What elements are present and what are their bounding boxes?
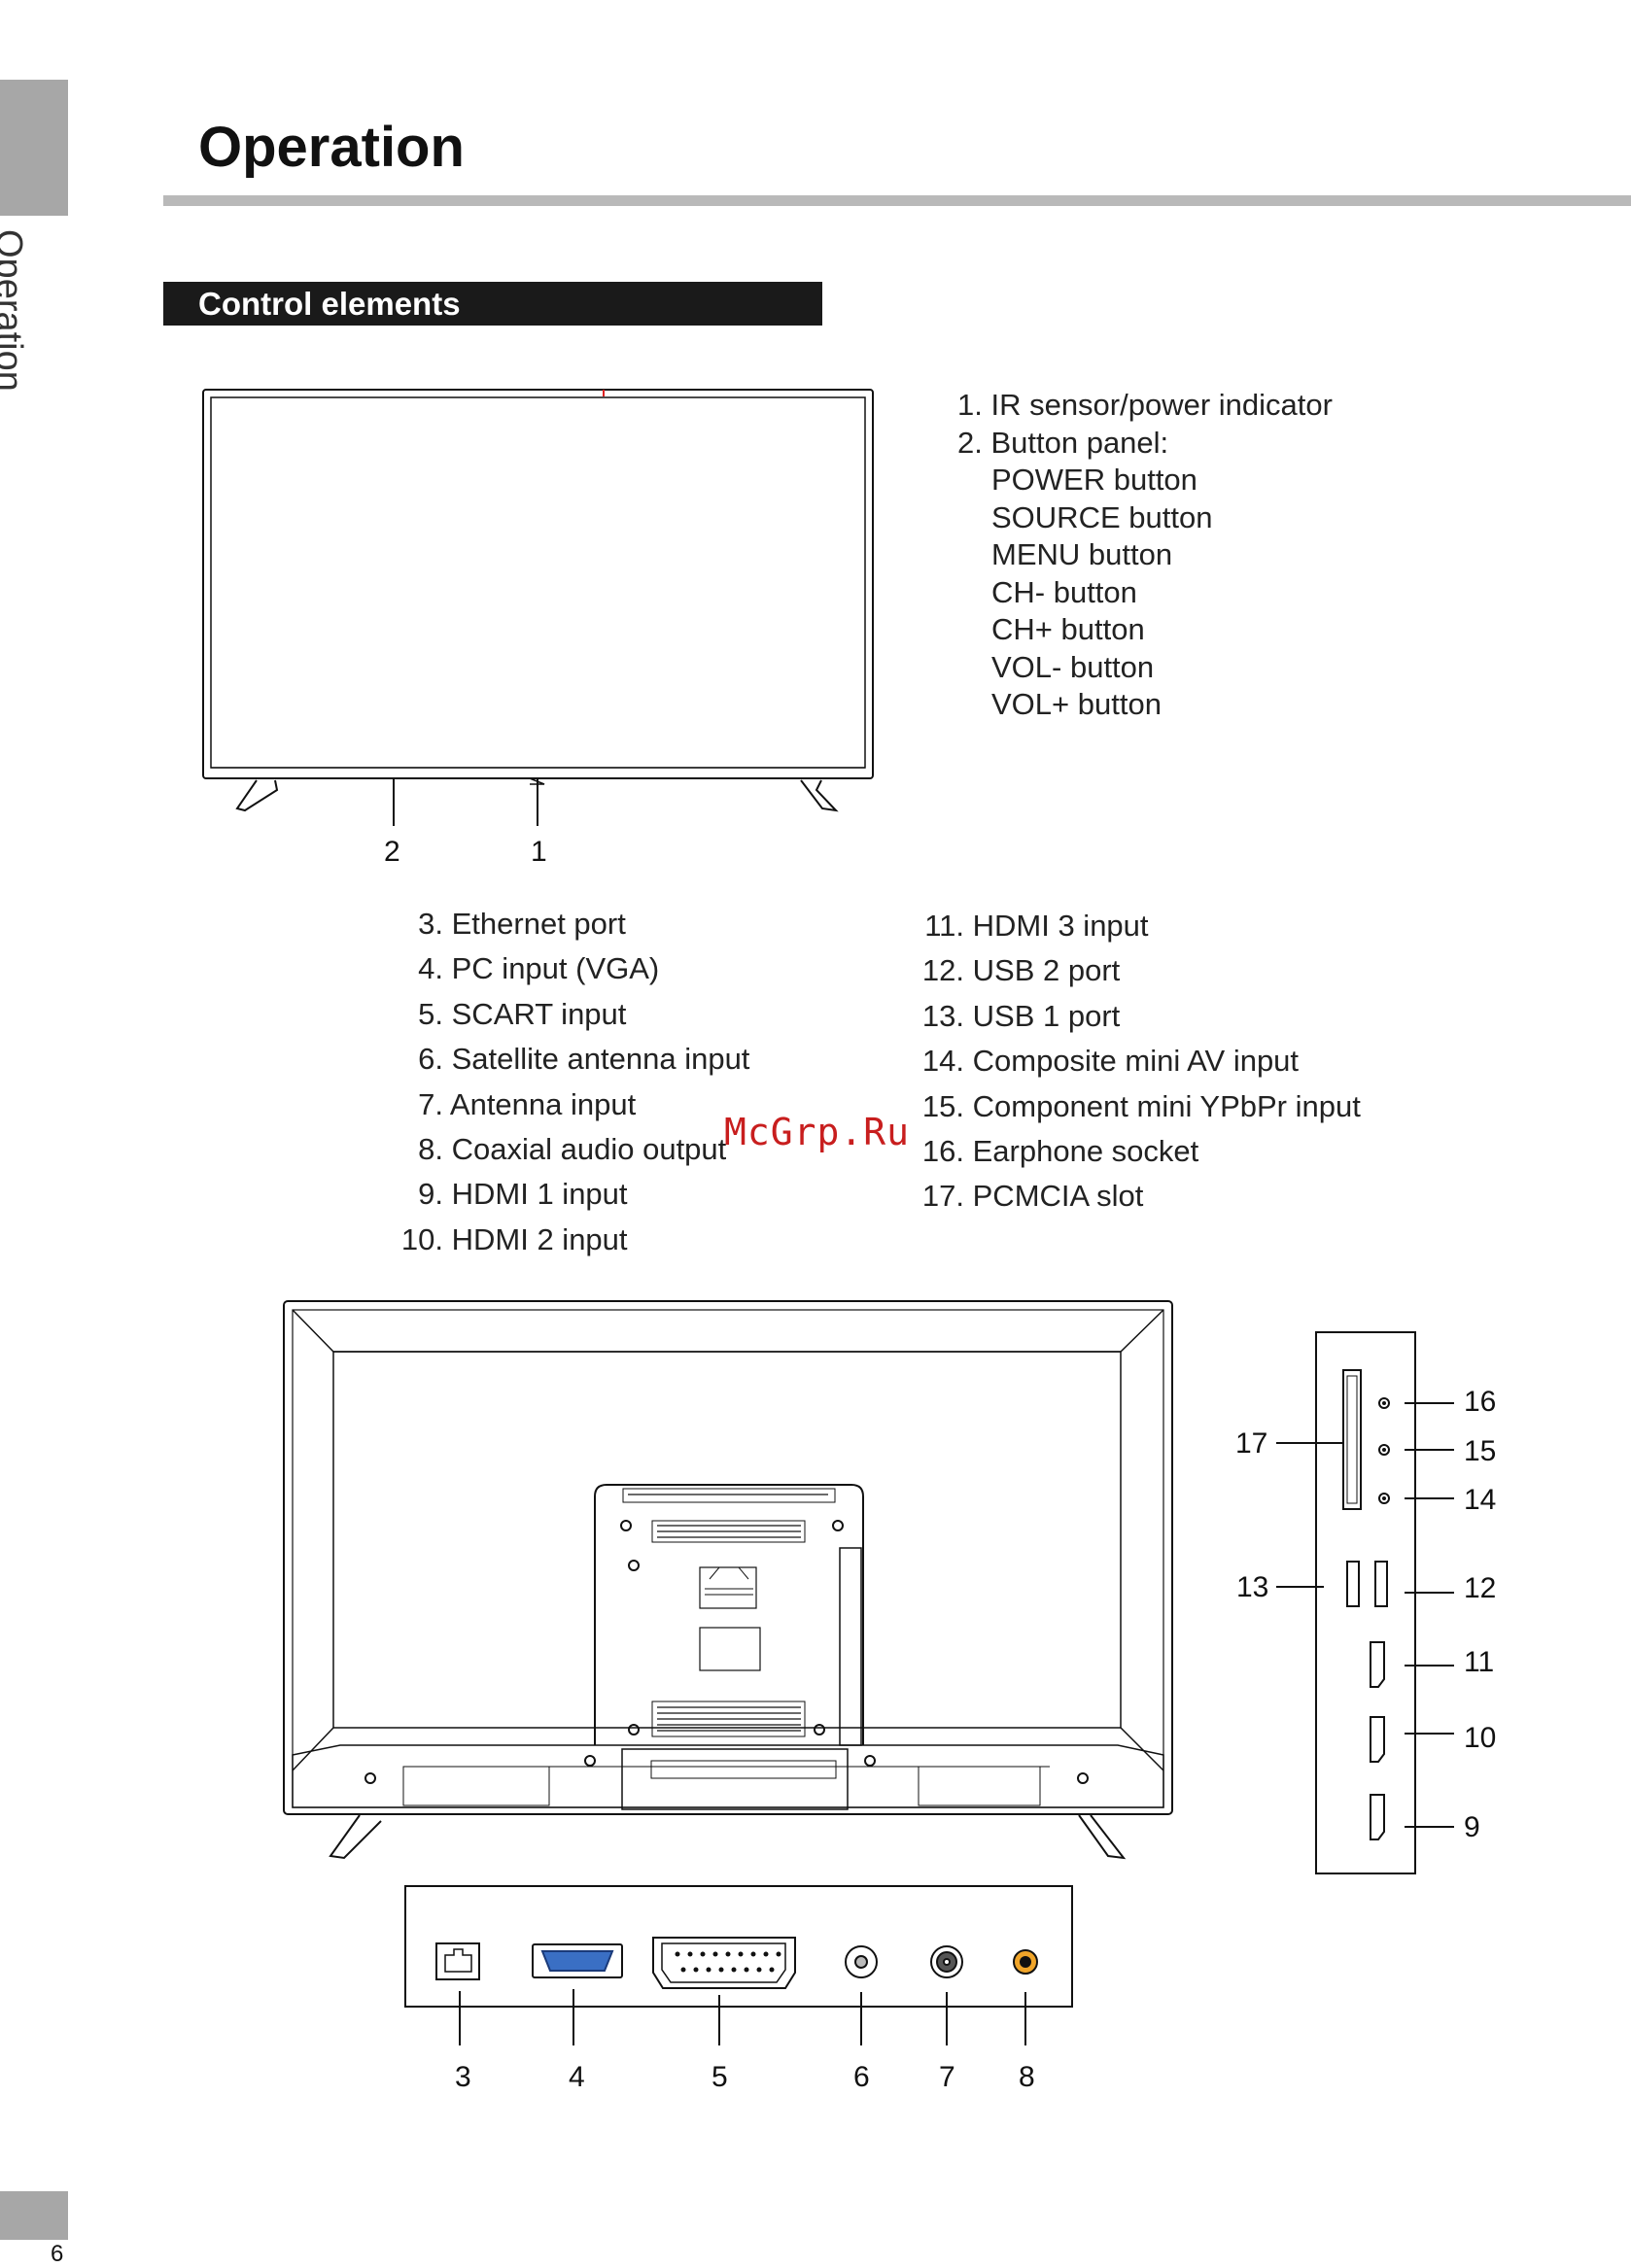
side-callout-lines xyxy=(1276,1402,1454,1828)
hdmi1-port-icon xyxy=(1370,1794,1385,1840)
front-item: 1. IR sensor/power indicator xyxy=(957,388,1333,422)
tv-front-view xyxy=(202,389,874,812)
list-item: 4. PC input (VGA) xyxy=(418,951,660,986)
usb1-port-icon xyxy=(1346,1561,1360,1607)
list-item: 16. Earphone socket xyxy=(921,1134,1199,1169)
usb2-port-icon xyxy=(1374,1561,1388,1607)
front-callout-lines xyxy=(393,777,538,826)
callout-3: 3 xyxy=(455,2061,471,2093)
list-item: 17. PCMCIA slot xyxy=(921,1179,1144,1214)
list-item: 9. HDMI 1 input xyxy=(418,1177,628,1212)
callout-16: 16 xyxy=(1464,1386,1496,1418)
page-number: 6 xyxy=(51,2241,64,2267)
list-item: 15. Component mini YPbPr input xyxy=(921,1088,1361,1123)
button-panel-item: MENU button xyxy=(991,537,1173,571)
button-panel-item: VOL+ button xyxy=(991,687,1162,721)
scart-pins xyxy=(675,1951,781,1973)
bottom-connector-panel xyxy=(404,1885,1073,2008)
hdmi2-port-icon xyxy=(1370,1716,1385,1763)
callout-7: 7 xyxy=(939,2061,955,2093)
list-item: 14. Composite mini AV input xyxy=(921,1044,1300,1079)
side-jack-centers xyxy=(1382,1401,1386,1500)
callout-15: 15 xyxy=(1464,1435,1496,1467)
ports-list-right: 11. HDMI 3 input 12. USB 2 port 13. USB … xyxy=(921,904,1361,1220)
side-tab xyxy=(0,80,68,216)
list-item: 11. HDMI 3 input xyxy=(924,909,1149,943)
front-elements-list: 1. IR sensor/power indicator 2. Button p… xyxy=(957,387,1333,724)
callout-11: 11 xyxy=(1464,1646,1494,1678)
page-title: Operation xyxy=(198,116,465,179)
list-item: 10. HDMI 2 input xyxy=(400,1221,628,1256)
list-item: 5. SCART input xyxy=(418,996,627,1031)
component-input-icon xyxy=(1378,1444,1390,1456)
list-item: 13. USB 1 port xyxy=(921,998,1121,1033)
callout-9: 9 xyxy=(1464,1811,1480,1843)
callout-17: 17 xyxy=(1235,1427,1267,1460)
button-panel-item: POWER button xyxy=(991,463,1197,497)
callout-4: 4 xyxy=(569,2061,585,2093)
side-connector-panel xyxy=(1315,1331,1416,1874)
ethernet-port-icon xyxy=(435,1942,480,1980)
button-panel-item: CH+ button xyxy=(991,612,1145,646)
satellite-input-icon xyxy=(845,1945,878,1978)
callout-1: 1 xyxy=(531,836,547,868)
callout-13: 13 xyxy=(1236,1571,1268,1603)
list-item: 6. Satellite antenna input xyxy=(418,1042,750,1077)
front-item: 2. Button panel: xyxy=(957,425,1169,460)
list-item: 12. USB 2 port xyxy=(921,953,1121,988)
button-panel-item: VOL- button xyxy=(991,649,1155,684)
coaxial-output-icon xyxy=(1013,1949,1038,1975)
bottom-callout-lines xyxy=(459,1989,1026,2045)
antenna-input-icon xyxy=(930,1945,963,1978)
button-panel-item: SOURCE button xyxy=(991,499,1213,534)
rear-vents xyxy=(628,1494,828,1732)
callout-10: 10 xyxy=(1464,1722,1496,1754)
list-item: 3. Ethernet port xyxy=(418,907,626,941)
callout-12: 12 xyxy=(1464,1572,1496,1604)
callout-5: 5 xyxy=(711,2061,728,2093)
pcmcia-slot-icon xyxy=(1342,1369,1362,1510)
callout-8: 8 xyxy=(1019,2061,1035,2093)
earphone-socket-icon xyxy=(1378,1397,1390,1409)
composite-input-icon xyxy=(1378,1493,1390,1504)
ports-list-left: 3. Ethernet port 4. PC input (VGA) 5. SC… xyxy=(397,902,750,1262)
button-panel-item: CH- button xyxy=(991,574,1137,609)
vga-port-icon xyxy=(532,1943,623,1978)
hdmi3-port-icon xyxy=(1370,1641,1385,1688)
title-rule xyxy=(163,195,1631,206)
page-tab xyxy=(0,2191,68,2240)
scart-port-icon xyxy=(652,1937,796,1989)
tv-rear-view xyxy=(283,1300,1173,1860)
rear-warning-label xyxy=(705,1566,753,1596)
list-item: 7. Antenna input xyxy=(418,1086,637,1121)
list-item: 8. Coaxial audio output xyxy=(418,1132,727,1167)
callout-14: 14 xyxy=(1464,1484,1496,1516)
watermark: McGrp.Ru xyxy=(724,1111,911,1153)
callout-6: 6 xyxy=(853,2061,870,2093)
section-title: Control elements xyxy=(163,282,822,326)
callout-2: 2 xyxy=(384,836,400,868)
